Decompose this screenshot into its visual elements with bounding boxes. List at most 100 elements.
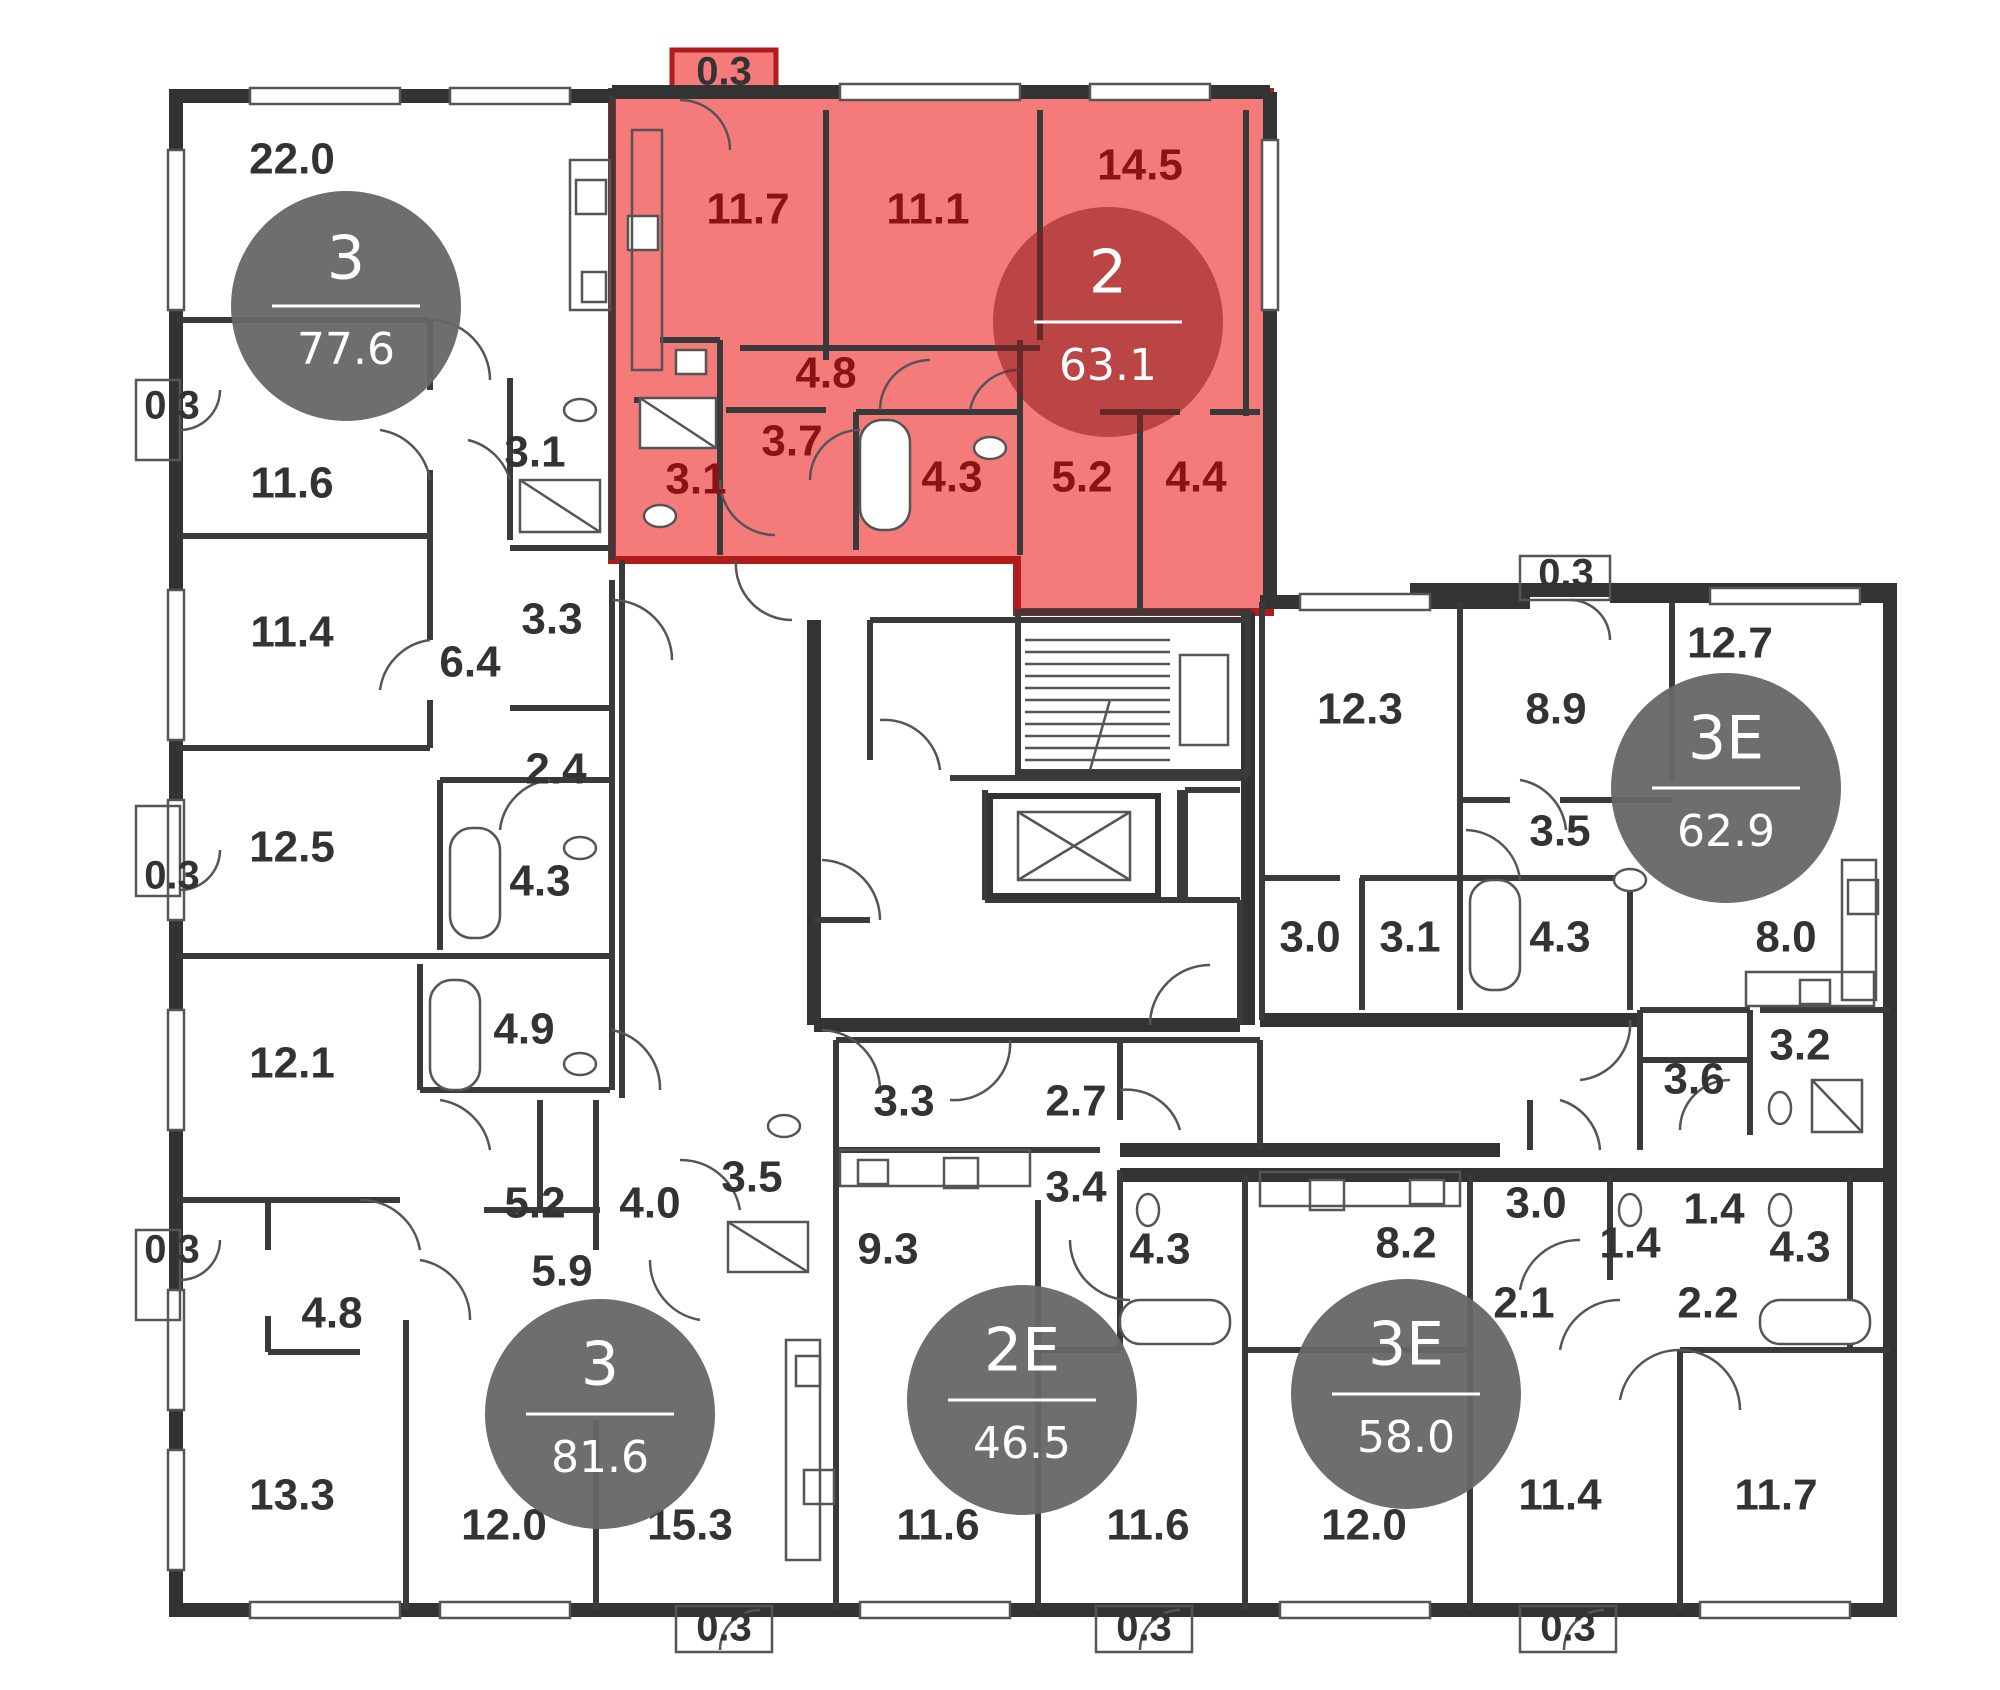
room-area: 12.0 (461, 1501, 547, 1550)
badge-rooms: 3 (581, 1330, 619, 1400)
room-labels-apt-2e: 3.3 2.7 3.4 9.3 4.3 11.6 11.6 0.3 (857, 1077, 1190, 1650)
room-area: 4.8 (795, 349, 856, 398)
room-labels-apt-3e-bottom: 8.2 3.0 1.4 1.4 4.3 2.1 2.2 12.0 11.4 11… (1321, 1179, 1830, 1650)
room-area: 11.7 (1734, 1471, 1817, 1520)
sink-icon (1798, 978, 1832, 1006)
door-swings (179, 98, 1742, 1651)
room-area: 3.1 (504, 428, 565, 477)
badge-rooms: 3E (1688, 704, 1764, 774)
room-area: 2.7 (1045, 1077, 1106, 1126)
room-area: 2.2 (1677, 1279, 1738, 1328)
toilet-icon (1135, 1192, 1161, 1228)
room-area: 4.0 (619, 1179, 680, 1228)
toilet-icon (1767, 1090, 1793, 1126)
room-area: 5.9 (531, 1247, 592, 1296)
balconies (134, 378, 1618, 1654)
room-area: 8.9 (1525, 685, 1586, 734)
room-area: 11.4 (1518, 1471, 1602, 1520)
balcony-area: 0.3 (1540, 1606, 1596, 1650)
room-labels-apt-2: 0.3 11.7 11.1 14.5 4.8 3.7 3.1 4.3 5.2 4… (665, 50, 1227, 504)
room-area: 3.7 (761, 417, 822, 466)
room-area: 22.0 (249, 135, 335, 184)
badge-area: 58.0 (1357, 1412, 1455, 1463)
balcony-area: 0.3 (144, 384, 200, 428)
toilet-icon (972, 435, 1008, 461)
room-area: 1.4 (1683, 1185, 1745, 1234)
room-area: 4.3 (509, 857, 570, 906)
badge-area: 63.1 (1059, 340, 1157, 391)
bathtub-icon (1468, 878, 1522, 992)
room-area: 13.3 (249, 1471, 335, 1520)
room-labels-apt-3e-right: 0.3 12.3 8.9 12.7 3.5 3.0 3.1 4.3 8.0 3.… (1279, 552, 1830, 1104)
sink-icon (580, 270, 608, 304)
room-area: 11.6 (1106, 1501, 1189, 1550)
room-area: 9.3 (857, 1225, 918, 1274)
room-area: 3.0 (1279, 913, 1340, 962)
apartment-badge[interactable]: 3E 58.0 (1291, 1279, 1521, 1509)
room-area: 12.5 (249, 823, 335, 872)
apartment-badge[interactable]: 2 63.1 (993, 207, 1223, 437)
room-area: 8.2 (1375, 1219, 1436, 1268)
apartment-badge[interactable]: 3 81.6 (485, 1299, 715, 1529)
badge-rooms: 3 (327, 224, 365, 294)
sink-icon (1408, 1178, 1446, 1206)
bathtub-icon (1758, 1298, 1872, 1346)
badge-rooms: 3E (1368, 1310, 1444, 1380)
toilet-icon (1767, 1192, 1793, 1228)
badge-area: 46.5 (973, 1418, 1071, 1469)
room-area: 3.0 (1505, 1179, 1566, 1228)
room-area: 3.1 (665, 455, 726, 504)
toilet-icon (766, 1113, 802, 1139)
fixtures (428, 128, 1880, 1562)
sink-icon (674, 348, 708, 376)
room-area: 3.5 (721, 1153, 782, 1202)
stove-icon (574, 178, 608, 216)
apartment-badge[interactable]: 3 77.6 (231, 191, 461, 421)
room-area: 3.3 (873, 1077, 934, 1126)
toilet-icon (1617, 1192, 1643, 1228)
room-area: 4.3 (1769, 1223, 1830, 1272)
balcony-area: 0.3 (1116, 1606, 1172, 1650)
badge-rooms: 2 (1089, 238, 1127, 308)
room-area: 4.3 (1129, 1225, 1190, 1274)
bathtub-icon (428, 978, 482, 1092)
room-area: 6.4 (439, 638, 501, 687)
room-area: 4.3 (1529, 913, 1590, 962)
room-area: 5.2 (504, 1179, 565, 1228)
room-labels-apt-3-top: 22.0 11.6 3.1 11.4 3.3 6.4 12.5 2.4 4.3 … (144, 135, 680, 1228)
toilet-icon (562, 835, 598, 861)
room-area: 11.1 (886, 185, 969, 234)
room-area: 4.8 (301, 1289, 362, 1338)
apartment-badge[interactable]: 3E 62.9 (1611, 673, 1841, 903)
room-area: 5.2 (1051, 453, 1112, 502)
bathtub-icon (858, 418, 912, 532)
toilet-icon (642, 503, 678, 529)
balcony-area: 0.3 (144, 854, 200, 898)
badge-area: 62.9 (1677, 806, 1775, 857)
room-area: 4.3 (921, 453, 982, 502)
room-area: 3.2 (1769, 1021, 1830, 1070)
room-area: 2.1 (1493, 1279, 1554, 1328)
staircase (1025, 638, 1230, 771)
room-labels-apt-3-bottom: 0.3 4.8 5.9 3.5 13.3 12.0 15.3 0.3 (144, 1153, 782, 1650)
apartment-badge[interactable]: 2E 46.5 (907, 1285, 1137, 1515)
room-area: 3.1 (1379, 913, 1440, 962)
sink-icon (856, 1158, 890, 1186)
room-area: 11.7 (706, 185, 789, 234)
room-area: 2.4 (525, 745, 587, 794)
room-area: 11.6 (250, 459, 333, 508)
badge-rooms: 2E (984, 1316, 1060, 1386)
room-area: 11.6 (896, 1501, 979, 1550)
room-area: 12.1 (249, 1039, 335, 1088)
badge-area: 77.6 (297, 324, 395, 375)
room-area: 1.4 (1599, 1219, 1661, 1268)
room-area: 3.6 (1663, 1055, 1724, 1104)
sink-icon (794, 1354, 822, 1388)
toilet-icon (562, 397, 598, 423)
room-area: 3.5 (1529, 807, 1590, 856)
room-area: 3.4 (1045, 1163, 1107, 1212)
room-area: 8.0 (1755, 913, 1816, 962)
room-area: 4.9 (493, 1005, 554, 1054)
badge-area: 81.6 (551, 1432, 649, 1483)
